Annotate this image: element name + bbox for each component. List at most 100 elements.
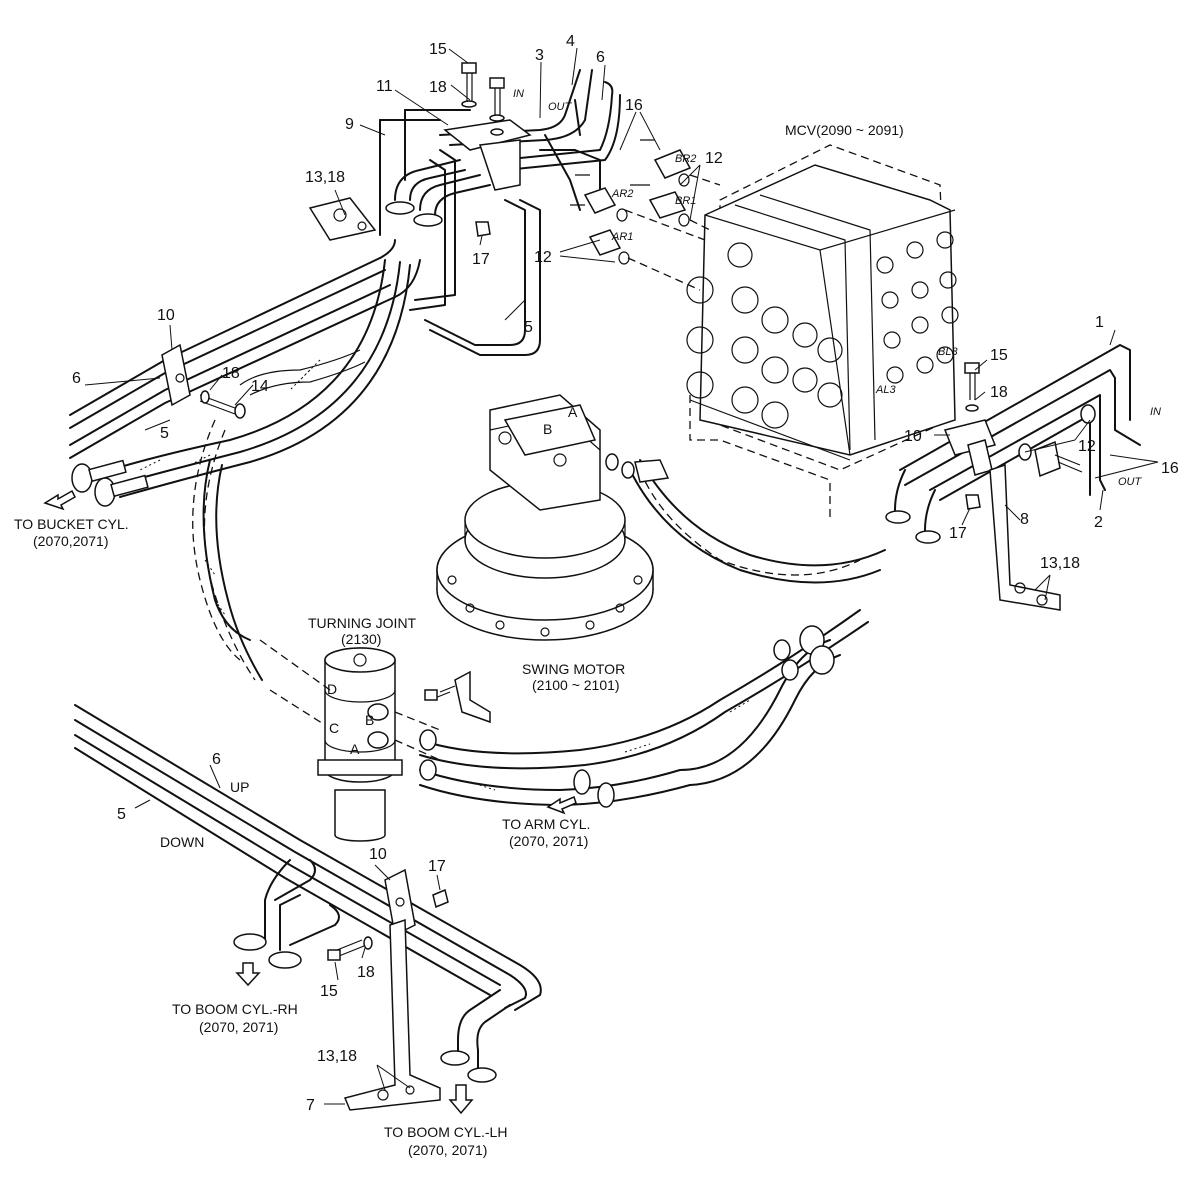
to-boom-rh-ref: (2070, 2071) bbox=[199, 1019, 278, 1035]
arm-hose-ends bbox=[419, 729, 615, 808]
label-12-top: 12 bbox=[705, 150, 723, 167]
port-bl3: BL3 bbox=[938, 346, 958, 358]
label-18-bottom: 18 bbox=[357, 964, 375, 981]
label-18-left: 18 bbox=[222, 365, 240, 382]
boom-pipe-group bbox=[74, 704, 542, 1115]
label-4: 4 bbox=[566, 33, 575, 50]
to-boom-lh-label: TO BOOM CYL.-LH bbox=[384, 1124, 507, 1140]
flow-up: UP bbox=[230, 779, 249, 795]
label-5-bottom: 5 bbox=[117, 806, 126, 823]
bolt-15-bottom bbox=[327, 936, 373, 961]
captions: MCV(2090 ~ 2091) TURNING JOINT (2130) SW… bbox=[14, 122, 904, 1158]
part-labels: 15 4 3 6 18 11 9 16 12 13,18 17 12 5 10 … bbox=[72, 33, 1179, 1114]
flow-out-top: OUT bbox=[548, 101, 573, 113]
label-15-bottom: 15 bbox=[320, 983, 338, 1000]
to-boom-rh-label: TO BOOM CYL.-RH bbox=[172, 1001, 298, 1017]
flow-out-right: OUT bbox=[1118, 476, 1143, 488]
label-3: 3 bbox=[535, 47, 544, 64]
bolt-15-top bbox=[461, 62, 505, 136]
right-hose-flanges bbox=[773, 625, 835, 681]
motor-port-a: A bbox=[568, 404, 578, 420]
label-6-left: 6 bbox=[72, 370, 81, 387]
label-10-left: 10 bbox=[157, 307, 175, 324]
label-6-top: 6 bbox=[596, 49, 605, 66]
mcv-valve-block bbox=[686, 144, 959, 520]
label-12-mid: 12 bbox=[534, 249, 552, 266]
label-10-right: 10 bbox=[904, 428, 922, 445]
label-9: 9 bbox=[345, 116, 354, 133]
label-1: 1 bbox=[1095, 314, 1104, 331]
top-flange-pipes bbox=[385, 159, 491, 227]
flow-in-right: IN bbox=[1150, 406, 1161, 418]
label-2: 2 bbox=[1094, 514, 1103, 531]
top-clamp bbox=[443, 119, 532, 191]
clamp-10-right bbox=[943, 419, 997, 476]
mcv-spools-left bbox=[686, 242, 843, 429]
label-8: 8 bbox=[1020, 511, 1029, 528]
flow-markings: IN OUT IN OUT UP DOWN AR2 BR2 BR1 AR1 BL… bbox=[160, 88, 1161, 850]
flow-down: DOWN bbox=[160, 834, 204, 850]
label-16-top: 16 bbox=[625, 97, 643, 114]
arm-hoses bbox=[419, 609, 869, 815]
label-18-right: 18 bbox=[990, 384, 1008, 401]
nut-17-right bbox=[965, 494, 981, 510]
bucket-hoses bbox=[43, 259, 411, 511]
bracket-7 bbox=[343, 918, 441, 1111]
label-5-top: 5 bbox=[524, 319, 533, 336]
label-18-top: 18 bbox=[429, 79, 447, 96]
joint-port-c: C bbox=[329, 720, 339, 736]
label-15-top: 15 bbox=[429, 41, 447, 58]
flange-16-right bbox=[1018, 404, 1096, 478]
label-10-bottom: 10 bbox=[369, 846, 387, 863]
right-pipe-group bbox=[885, 344, 1141, 611]
bucket-arrow bbox=[43, 489, 76, 511]
swing-loop-hoses bbox=[192, 419, 886, 681]
swing-motor-bolts bbox=[447, 575, 643, 637]
port-al3: AL3 bbox=[875, 384, 896, 396]
motor-port-b: B bbox=[543, 421, 552, 437]
bucket-hose-ends bbox=[71, 459, 149, 507]
port-br2: BR2 bbox=[675, 153, 696, 165]
label-13-18-right: 13,18 bbox=[1040, 555, 1080, 572]
label-6-bottom: 6 bbox=[212, 751, 221, 768]
port-br1: BR1 bbox=[675, 195, 696, 207]
turning-joint-label: TURNING JOINT bbox=[308, 615, 417, 631]
to-boom-lh-ref: (2070, 2071) bbox=[408, 1142, 487, 1158]
arm-arrow bbox=[546, 795, 577, 815]
label-13-18-bottom: 13,18 bbox=[317, 1048, 357, 1065]
boom-rh-arrow bbox=[235, 962, 261, 987]
to-arm-label: TO ARM CYL. bbox=[502, 816, 590, 832]
label-11: 11 bbox=[376, 78, 393, 95]
label-16-right: 16 bbox=[1161, 460, 1179, 477]
to-arm-ref: (2070, 2071) bbox=[509, 833, 588, 849]
pipe-17-nut bbox=[475, 221, 491, 237]
clamp-10-bottom bbox=[384, 868, 416, 937]
to-bucket-label: TO BUCKET CYL. bbox=[14, 516, 129, 532]
label-15-right: 15 bbox=[990, 347, 1008, 364]
label-17-right: 17 bbox=[949, 525, 967, 542]
boom-lh-arrow bbox=[448, 1084, 474, 1115]
bolt-15-right bbox=[964, 362, 980, 412]
mcv-port-flanges bbox=[570, 139, 721, 291]
nut-17-bottom bbox=[432, 888, 449, 909]
top-pipe-group bbox=[308, 62, 621, 356]
label-13-18-top: 13,18 bbox=[305, 169, 345, 186]
label-12-right: 12 bbox=[1078, 438, 1096, 455]
joint-port-d: D bbox=[327, 681, 337, 697]
joint-port-a: A bbox=[350, 741, 360, 757]
joint-bracket bbox=[424, 670, 491, 724]
bolt-14 bbox=[199, 390, 246, 419]
label-14: 14 bbox=[251, 378, 269, 395]
bracket-8 bbox=[989, 463, 1061, 611]
mcv-label: MCV(2090 ~ 2091) bbox=[785, 122, 904, 138]
flow-in-top: IN bbox=[513, 88, 524, 100]
turning-joint bbox=[259, 639, 441, 842]
port-ar2: AR2 bbox=[611, 188, 633, 200]
mcv-spools-right bbox=[876, 231, 959, 384]
label-17-top: 17 bbox=[472, 251, 490, 268]
label-7: 7 bbox=[306, 1097, 315, 1114]
label-17-bottom: 17 bbox=[428, 858, 446, 875]
leader-lines bbox=[84, 47, 1159, 1105]
to-bucket-ref: (2070,2071) bbox=[33, 533, 109, 549]
